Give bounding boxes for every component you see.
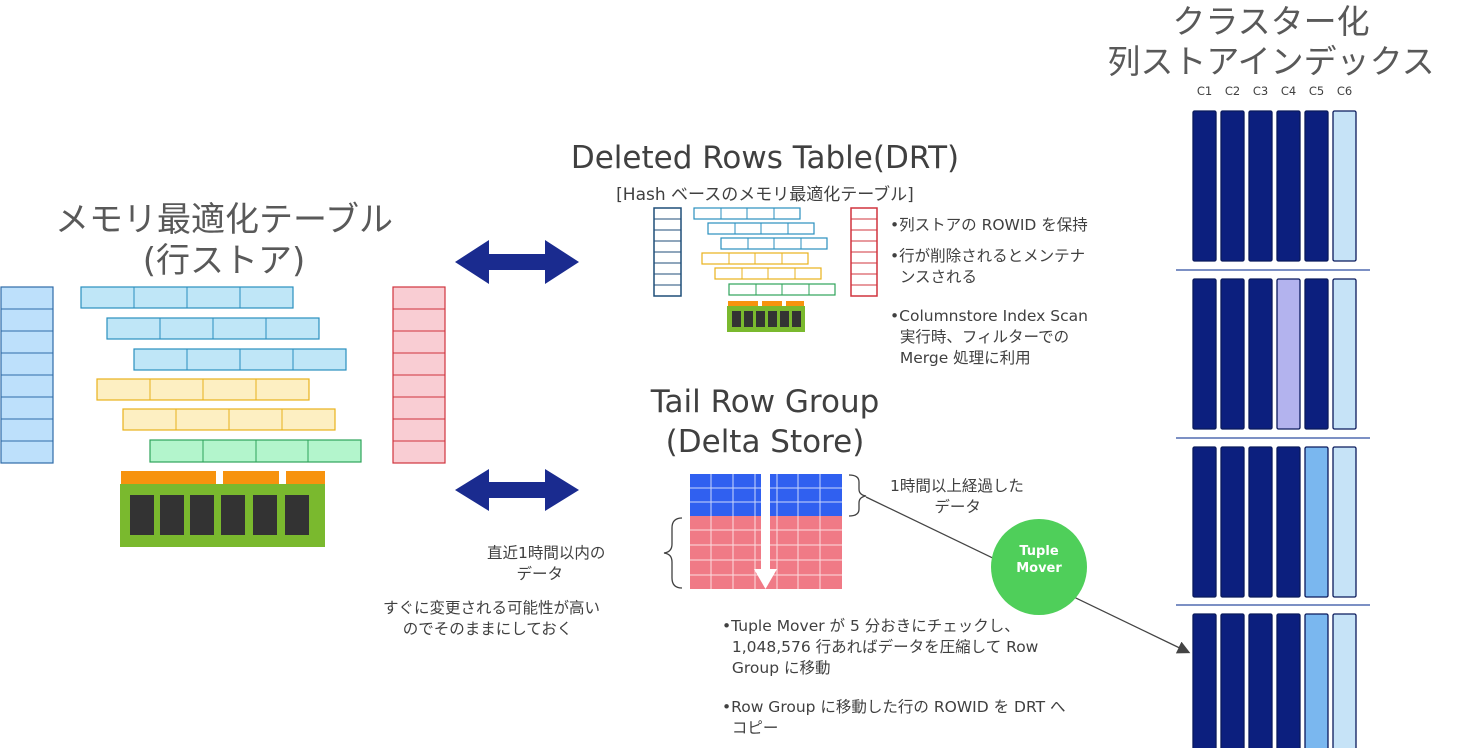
rowgroup-1-segment-C3 <box>1248 110 1273 262</box>
memory-chip-icon <box>120 471 325 547</box>
drt-bullet-merge: •Columnstore Index Scan 実行時、フィルターでの Merg… <box>890 307 1088 367</box>
rowgroup-2-segment-C4 <box>1276 278 1301 430</box>
rowgroup-3-segment-C6 <box>1332 446 1357 598</box>
column-header-C6: C6 <box>1336 84 1353 98</box>
memtable-title-line1: メモリ最適化テーブル <box>55 200 393 240</box>
tail-bullet-copy-rowid: •Row Group に移動した行の ROWID を DRT へ コピー <box>722 698 1066 737</box>
rowgroup-1-segment-C6 <box>1332 110 1357 262</box>
drt-rows <box>693 207 836 296</box>
rowgroup-2-segment-C2 <box>1220 278 1245 430</box>
brace-recent-data <box>663 517 683 589</box>
column-header-C1: C1 <box>1196 84 1213 98</box>
rowgroup-1-segment-C4 <box>1276 110 1301 262</box>
rowgroup-2-segment-C3 <box>1248 278 1273 430</box>
rowgroup-4-segment-C2 <box>1220 613 1245 748</box>
memtable-title-line2: (行ストア) <box>142 241 306 281</box>
tuple-mover-label-line2: Mover <box>1016 561 1062 576</box>
recent-data-note: すぐに変更される可能性が高い のでそのままにしておく <box>383 599 601 638</box>
memtable-key-column-right <box>392 286 446 464</box>
column-header-C2: C2 <box>1224 84 1241 98</box>
tail-title-line2: (Delta Store) <box>665 424 865 460</box>
drt-memory-chip-icon <box>727 301 805 332</box>
columnstore-row-groups <box>1176 110 1370 748</box>
rowgroup-1-segment-C5 <box>1304 110 1329 262</box>
rowgroup-2-segment-C6 <box>1332 278 1357 430</box>
rowgroup-2-segment-C1 <box>1192 278 1217 430</box>
double-arrow-icon-bottom <box>455 469 579 511</box>
column-header-C5: C5 <box>1308 84 1325 98</box>
recent-data-label: 直近1時間以内の データ <box>487 544 606 583</box>
drt-subtitle: [Hash ベースのメモリ最適化テーブル] <box>616 185 914 205</box>
rowgroup-4-segment-C6 <box>1332 613 1357 748</box>
rowgroup-4-segment-C5 <box>1304 613 1329 748</box>
rowgroup-1-segment-C2 <box>1220 110 1245 262</box>
rowgroup-3-segment-C5 <box>1304 446 1329 598</box>
drt-title: Deleted Rows Table(DRT) <box>570 140 960 176</box>
memtable-key-column-left <box>0 286 54 464</box>
tail-bullet-tuple-mover: •Tuple Mover が 5 分おきにチェックし、 1,048,576 行あ… <box>722 617 1039 677</box>
rowgroup-1-segment-C1 <box>1192 110 1217 262</box>
rowgroup-4-segment-C4 <box>1276 613 1301 748</box>
rowgroup-4-segment-C1 <box>1192 613 1217 748</box>
tuple-mover-label-line1: Tuple <box>1019 544 1059 559</box>
columnstore-title-line1: クラスター化 <box>1172 2 1370 41</box>
tail-title-line1: Tail Row Group <box>650 384 880 420</box>
double-arrow-icon-top <box>455 240 579 284</box>
column-header-C4: C4 <box>1280 84 1297 98</box>
column-header-C3: C3 <box>1252 84 1269 98</box>
brace-old-data <box>848 474 867 517</box>
rowgroup-3-segment-C4 <box>1276 446 1301 598</box>
rowgroup-3-segment-C1 <box>1192 446 1217 598</box>
rowgroup-3-segment-C3 <box>1248 446 1273 598</box>
drt-key-column-right <box>850 207 878 297</box>
columnstore-title-line2: 列ストアインデックス <box>1107 42 1435 81</box>
old-data-label: 1時間以上経過した データ <box>890 477 1024 516</box>
rowgroup-4-segment-C3 <box>1248 613 1273 748</box>
memtable-rows <box>80 286 362 463</box>
delta-store-grid <box>690 474 842 589</box>
rowgroup-3-segment-C2 <box>1220 446 1245 598</box>
tuple-mover-badge <box>991 519 1087 615</box>
rowgroup-2-segment-C5 <box>1304 278 1329 430</box>
drt-bullet-maintained: •行が削除されるとメンテナ ンスされる <box>890 247 1086 286</box>
drt-bullet-rowid: •列ストアの ROWID を保持 <box>890 216 1088 234</box>
drt-key-column-left <box>653 207 682 297</box>
